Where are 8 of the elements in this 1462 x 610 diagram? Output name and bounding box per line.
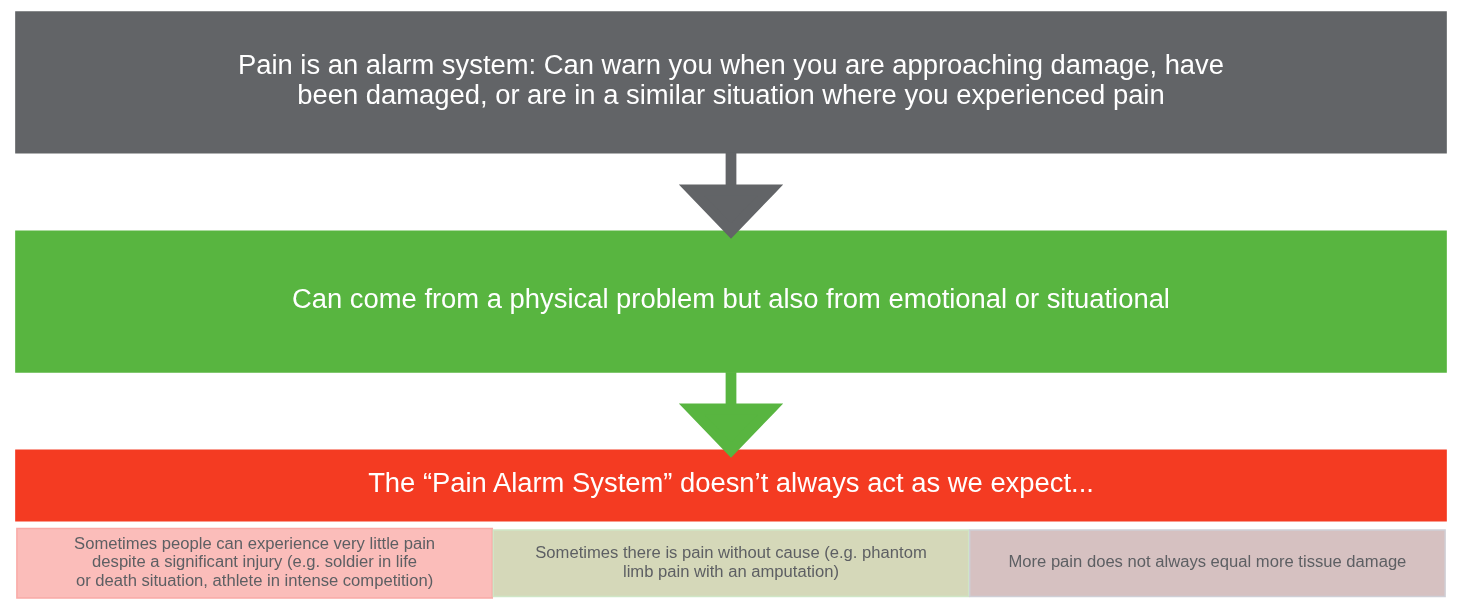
node-box: The “Pain Alarm System” doesn’t always act as we expect... <box>15 449 1447 522</box>
node-box: Sometimes people can experience very little pain despite a significant injury (e.g. soldier in life or death situation, athlete in intense competition) <box>16 527 494 599</box>
node-box: Can come from a physical problem but also from emotional or situational <box>15 230 1447 373</box>
node-box: Sometimes there is pain without cause (e.g. phantom limb pain with an amputation) <box>492 529 970 598</box>
arrow <box>678 372 784 458</box>
arrow <box>678 152 784 239</box>
node-box: Pain is an alarm system: Can warn you when you are approaching damage, have been damaged, or are in a similar situation where you experienced pain <box>15 11 1447 154</box>
node-box: More pain does not always equal more tissue damage <box>968 529 1446 598</box>
